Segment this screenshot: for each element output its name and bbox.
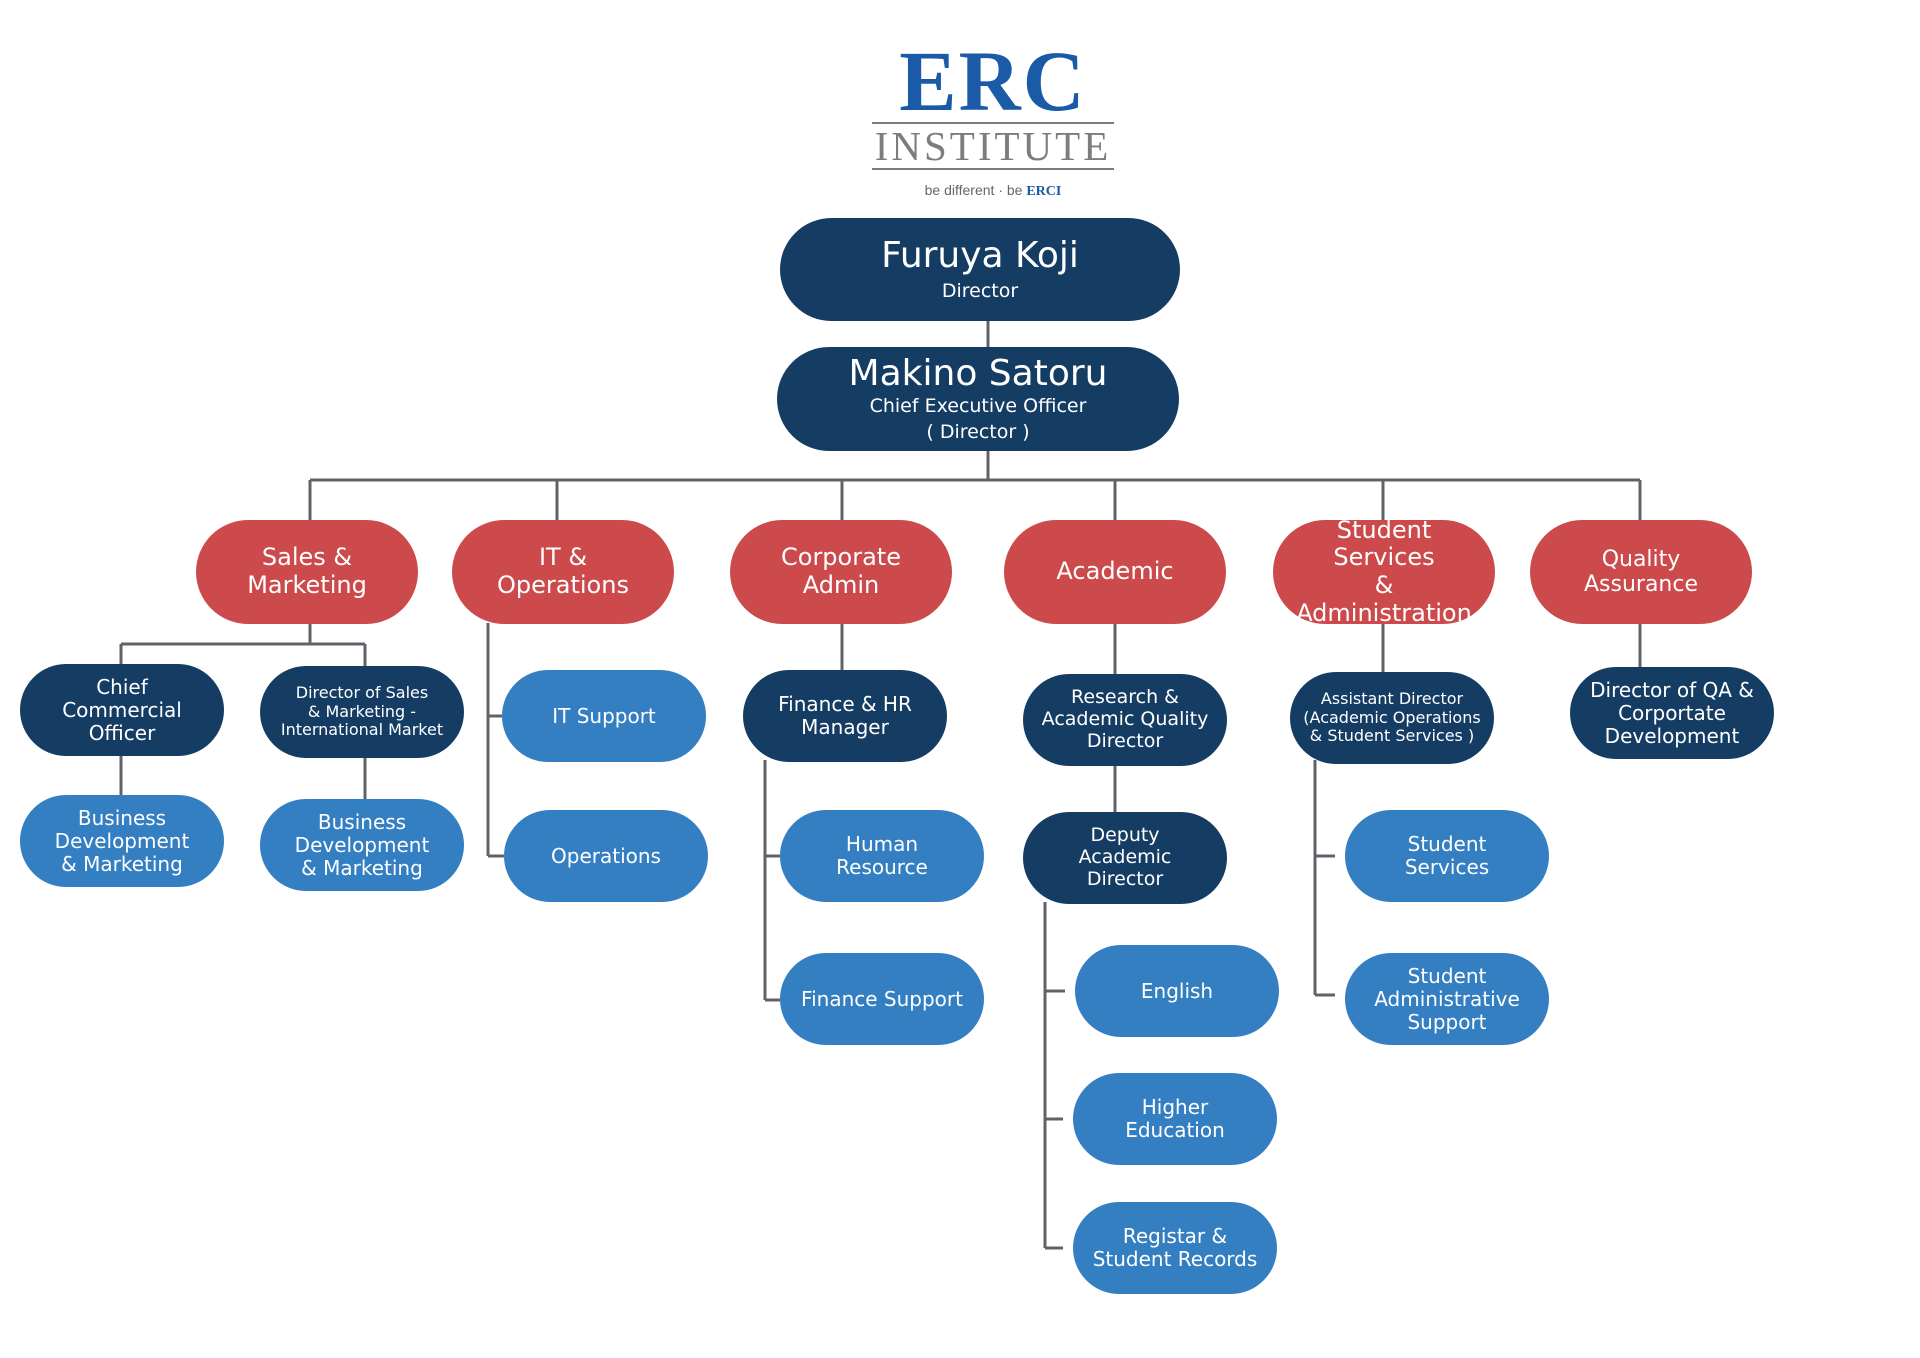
finance-hr-manager-label: Finance & HR Manager xyxy=(778,692,912,739)
dept-corporate-admin: Corporate Admin xyxy=(730,520,952,624)
director-name: Furuya Koji xyxy=(881,234,1079,276)
node-human-resource: Human Resource xyxy=(780,810,984,902)
node-finance-support: Finance Support xyxy=(780,953,984,1045)
finance-support-label: Finance Support xyxy=(801,986,963,1011)
cco-label: Chief Commercial Officer xyxy=(62,674,182,745)
dept-corporate-admin-label: Corporate Admin xyxy=(781,543,901,599)
node-director-sales-intl: Director of Sales & Marketing - Internat… xyxy=(260,666,464,758)
tagline-prefix: be different · be xyxy=(924,182,1027,198)
logo-rule-top xyxy=(872,122,1114,124)
node-deputy-academic-director: Deputy Academic Director xyxy=(1023,812,1227,904)
dept-it-operations-label: IT & Operations xyxy=(497,543,629,599)
node-finance-hr-manager: Finance & HR Manager xyxy=(743,670,947,762)
logo-tagline: be different · be ERCI xyxy=(868,182,1118,200)
higher-education-label: Higher Education xyxy=(1125,1095,1225,1142)
research-director-label: Research & Academic Quality Director xyxy=(1041,686,1209,752)
node-director-qa-corporate-development: Director of QA & Corportate Development xyxy=(1570,667,1774,759)
deputy-director-label: Deputy Academic Director xyxy=(1078,824,1172,890)
dept-it-operations: IT & Operations xyxy=(452,520,674,624)
logo-institute-text: INSTITUTE xyxy=(874,123,1112,169)
student-services-label: Student Services xyxy=(1404,832,1490,879)
bd1-label: Business Development & Marketing xyxy=(54,805,190,876)
ceo-role-note: ( Director ) xyxy=(926,420,1030,443)
logo-rule-bottom xyxy=(872,168,1114,170)
tagline-brand: ERCI xyxy=(1026,184,1062,199)
node-director-furuya-koji: Furuya Koji Director xyxy=(780,218,1180,321)
node-operations: Operations xyxy=(504,810,708,902)
director-role: Director xyxy=(941,280,1019,303)
node-student-administrative-support: Student Administrative Support xyxy=(1345,953,1549,1045)
dept-student-services-administration: Student Services & Administration xyxy=(1273,515,1495,627)
assistant-director-label: Assistant Director (Academic Operations … xyxy=(1303,689,1481,746)
node-chief-commercial-officer: Chief Commercial Officer xyxy=(20,664,224,756)
ceo-name: Makino Satoru xyxy=(848,353,1108,395)
node-it-support: IT Support xyxy=(502,670,706,762)
student-admin-support-label: Student Administrative Support xyxy=(1374,963,1520,1034)
dept-academic: Academic xyxy=(1004,520,1226,624)
node-registrar-student-records: Registar & Student Records xyxy=(1073,1202,1277,1294)
it-support-label: IT Support xyxy=(552,703,656,728)
ceo-role: Chief Executive Officer xyxy=(869,394,1087,417)
node-english: English xyxy=(1075,945,1279,1037)
dept-quality-assurance-label: Quality Assurance xyxy=(1583,546,1699,597)
dept-quality-assurance: Quality Assurance xyxy=(1530,520,1752,624)
dos-intl-label: Director of Sales & Marketing - Internat… xyxy=(280,683,444,740)
logo-erc-text: ERC xyxy=(899,33,1087,129)
bd2-label: Business Development & Marketing xyxy=(294,809,430,880)
node-ceo-makino-satoru: Makino Satoru Chief Executive Officer ( … xyxy=(777,347,1179,451)
registrar-label: Registar & Student Records xyxy=(1092,1224,1258,1271)
human-resource-label: Human Resource xyxy=(836,832,928,879)
dept-sales-marketing: Sales & Marketing xyxy=(196,520,418,624)
node-business-development-2: Business Development & Marketing xyxy=(260,799,464,891)
node-research-academic-quality-director: Research & Academic Quality Director xyxy=(1023,674,1227,766)
operations-label: Operations xyxy=(551,843,661,868)
dept-sales-marketing-label: Sales & Marketing xyxy=(247,543,367,599)
english-label: English xyxy=(1140,978,1214,1003)
dept-student-services-label: Student Services & Administration xyxy=(1296,515,1472,627)
node-business-development-1: Business Development & Marketing xyxy=(20,795,224,887)
node-assistant-director: Assistant Director (Academic Operations … xyxy=(1290,672,1494,764)
dept-academic-label: Academic xyxy=(1056,557,1174,586)
node-student-services: Student Services xyxy=(1345,810,1549,902)
erc-institute-logo: ERC INSTITUTE be different · be ERCI xyxy=(868,33,1118,200)
qa-director-label: Director of QA & Corportate Development xyxy=(1590,677,1754,748)
node-higher-education: Higher Education xyxy=(1073,1073,1277,1165)
